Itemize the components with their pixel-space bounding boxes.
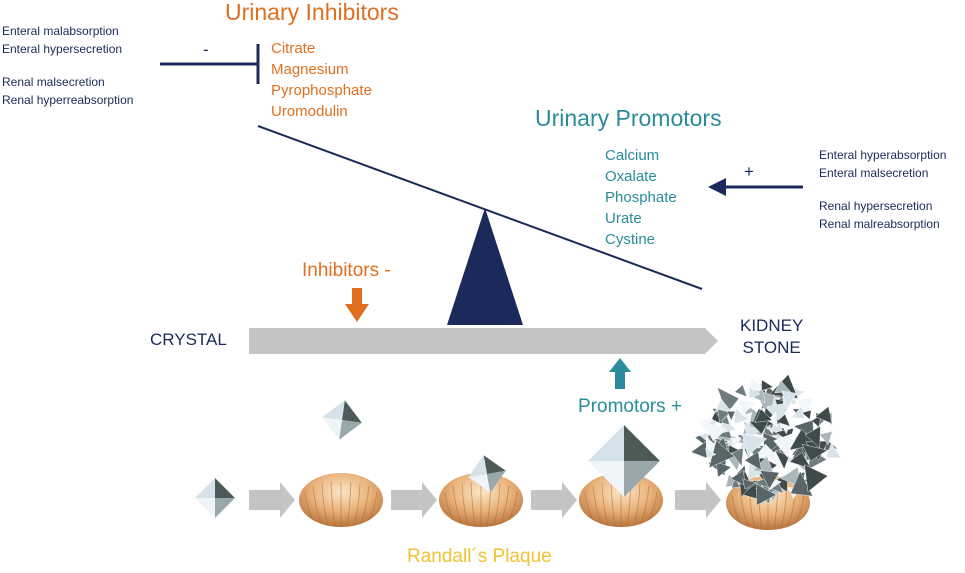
inhibitor-item: Citrate	[271, 40, 316, 57]
stone-crystal-shard	[742, 478, 757, 490]
stone-crystal-shard	[790, 470, 814, 497]
stone-crystal-shard	[737, 399, 757, 415]
stone-crystal-shard	[754, 408, 773, 423]
stone-crystal-shard	[781, 390, 798, 409]
stone-crystal-shard	[819, 430, 833, 446]
promotors-up-arrow	[609, 358, 631, 389]
process-arrow-3	[531, 482, 577, 518]
stone-crystal-shard	[734, 407, 748, 425]
cause-enteral-hypersecretion: Enteral hypersecretion	[2, 42, 123, 56]
inhibitor-causes-enteral: Enteral malabsorption Enteral hypersecre…	[2, 22, 122, 58]
stone-crystal-shard	[825, 442, 842, 459]
balance-beam	[257, 125, 703, 290]
stone-crystal-shard	[748, 386, 761, 400]
cause-enteral-malsecretion: Enteral malsecretion	[819, 166, 929, 180]
stone-crystal-shard	[731, 437, 742, 450]
promotion-arrowhead	[708, 178, 726, 196]
stone-crystal-shard	[759, 470, 780, 490]
stone-crystal-shard	[815, 406, 833, 424]
floating-crystal-icon	[319, 397, 365, 443]
randall-plaque-label: Randall´s Plaque	[407, 546, 552, 567]
process-arrow-1	[249, 482, 295, 518]
inhibitors-label: Inhibitors -	[302, 260, 391, 281]
stone-crystal-shard	[728, 444, 740, 455]
inhibitor-item: Magnesium	[271, 61, 349, 78]
promotor-item: Cystine	[605, 231, 656, 248]
stone-crystal-shard	[756, 483, 777, 506]
inhibitors-down-arrow	[345, 288, 369, 322]
stone-crystal-shard	[774, 450, 790, 470]
crystal-label: CRYSTAL	[150, 330, 227, 349]
crystal-to-stone-arrow	[249, 328, 718, 354]
balance-fulcrum	[447, 208, 523, 325]
promotion-sign: +	[744, 162, 754, 181]
promotor-item: Oxalate	[605, 168, 657, 185]
stone-crystal-shard	[801, 409, 812, 420]
stone-crystal-shard	[726, 411, 736, 421]
stone-crystal-shard	[717, 408, 731, 423]
promotors-list: Calcium Oxalate Phosphate Urate Cystine	[605, 145, 677, 250]
promotor-item: Urate	[605, 210, 642, 227]
stone-crystal-shard	[741, 432, 768, 457]
kidney-stone-cluster-icon	[690, 374, 842, 506]
stone-crystal-shard	[804, 464, 829, 493]
stone-crystal-shard	[721, 415, 730, 426]
stone-crystal-shard	[730, 470, 746, 487]
cause-renal-hypersecretion: Renal hypersecretion	[819, 199, 933, 213]
stone-crystal-shard	[767, 411, 778, 428]
cause-renal-malsecretion: Renal malsecretion	[2, 75, 105, 89]
promotor-item: Phosphate	[605, 189, 677, 206]
kidney-stone-label: KIDNEY STONE	[740, 315, 803, 359]
process-arrow-2	[391, 482, 437, 518]
stone-crystal-shard	[773, 432, 795, 459]
promotor-item: Calcium	[605, 147, 660, 164]
cause-enteral-malabsorption: Enteral malabsorption	[2, 24, 119, 38]
kidney-stone-label-line2: STONE	[742, 338, 801, 357]
urinary-inhibitors-title: Urinary Inhibitors	[225, 0, 399, 25]
promotor-causes-enteral: Enteral hyperabsorption Enteral malsecre…	[819, 146, 946, 182]
cause-renal-hyperreabsorption: Renal hyperreabsorption	[2, 93, 134, 107]
free-crystal-icon	[195, 478, 235, 518]
urinary-promotors-title: Urinary Promotors	[535, 105, 722, 131]
stone-crystal-shard	[703, 421, 728, 442]
inhibition-sign: -	[203, 40, 209, 59]
stone-crystal-shard	[791, 405, 805, 420]
cause-enteral-hyperabsorption: Enteral hyperabsorption	[819, 148, 947, 162]
stone-crystal-shard	[789, 452, 812, 470]
inhibitor-item: Uromodulin	[271, 103, 348, 120]
stone-crystal-shard	[716, 461, 732, 478]
promotors-label: Promotors +	[578, 396, 683, 417]
promotor-causes-renal: Renal hypersecretion Renal malreabsorpti…	[819, 197, 940, 233]
kidney-stone-label-line1: KIDNEY	[740, 316, 804, 335]
inhibitor-causes-renal: Renal malsecretion Renal hyperreabsorpti…	[2, 73, 133, 109]
process-arrow-4	[675, 482, 721, 518]
randall-plaque-disc-1	[298, 472, 384, 528]
stone-crystal-shard	[761, 379, 774, 391]
stone-crystal-shard	[776, 413, 791, 427]
stone-crystal-shard	[801, 444, 828, 462]
cause-renal-malreabsorption: Renal malreabsorption	[819, 217, 940, 231]
inhibitors-list: Citrate Magnesium Pyrophosphate Uromodul…	[271, 38, 372, 122]
stone-crystal-shard	[804, 425, 821, 449]
stone-crystal-shard	[705, 447, 717, 459]
inhibitor-item: Pyrophosphate	[271, 82, 372, 99]
stone-crystal-shard	[744, 451, 762, 471]
stone-crystal-shard	[734, 384, 748, 398]
